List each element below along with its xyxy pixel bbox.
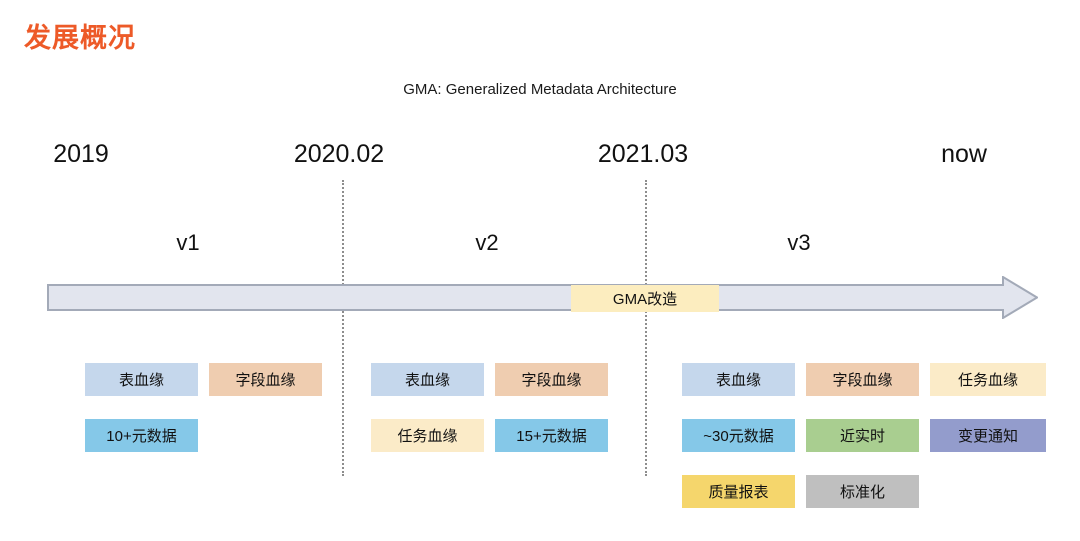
feature-chip: 变更通知 [930,419,1046,452]
feature-chip: 质量报表 [682,475,795,508]
page-title: 发展概况 [24,23,136,53]
timeline-version-label: v3 [787,230,811,255]
timeline-era-label: now [941,140,987,168]
timeline-era-label: 2019 [53,140,109,168]
feature-chip: 标准化 [806,475,919,508]
subtitle-gma-definition: GMA: Generalized Metadata Architecture [403,81,677,98]
feature-chip: 字段血缘 [495,363,608,396]
feature-chip: 10+元数据 [85,419,198,452]
timeline-version-label: v1 [176,230,200,255]
milestone-badge-gma: GMA改造 [571,285,719,312]
feature-chip: 近实时 [806,419,919,452]
timeline-arrow [47,276,1038,319]
timeline-divider-line [645,180,647,476]
timeline-version-label: v2 [475,230,499,255]
feature-chip: 任务血缘 [371,419,484,452]
timeline-era-label: 2021.03 [597,140,689,168]
feature-chip: ~30元数据 [682,419,795,452]
feature-chip: 字段血缘 [209,363,322,396]
feature-chip: 15+元数据 [495,419,608,452]
timeline-era-label: 2020.02 [293,140,385,168]
timeline-arrow-shape [47,276,1038,319]
timeline-divider-line [342,180,344,476]
feature-chip: 任务血缘 [930,363,1046,396]
feature-chip: 字段血缘 [806,363,919,396]
feature-chip: 表血缘 [85,363,198,396]
feature-chip: 表血缘 [371,363,484,396]
feature-chip: 表血缘 [682,363,795,396]
